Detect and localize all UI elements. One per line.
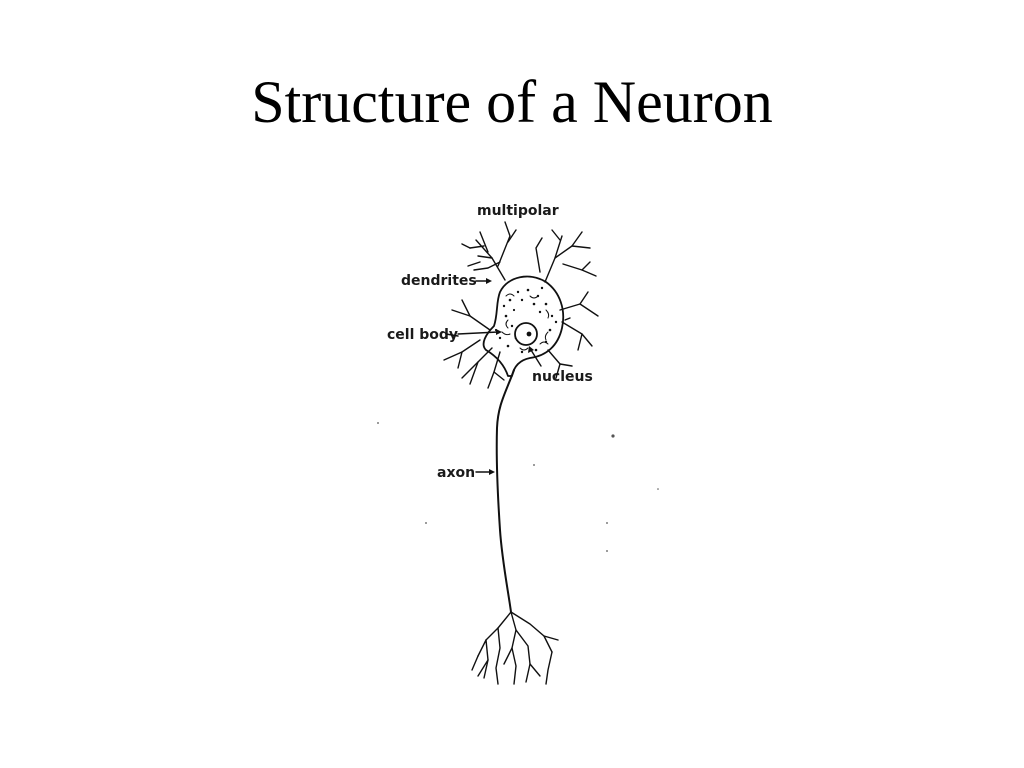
label-multipolar: multipolar <box>477 203 559 219</box>
cell-body-arrowhead <box>496 329 502 335</box>
scan-specks <box>377 422 659 552</box>
label-dendrites: dendrites <box>401 273 477 289</box>
axon <box>495 369 515 613</box>
axon-terminals <box>471 611 559 685</box>
label-nucleus: nucleus <box>532 369 593 385</box>
cell-body-texture <box>494 286 558 354</box>
slide-title: Structure of a Neuron <box>251 69 773 135</box>
cell-body-squiggles <box>501 293 550 351</box>
nucleolus <box>526 331 532 337</box>
cell-body-outline <box>482 275 565 377</box>
pointer-arrows <box>457 278 542 475</box>
nucleus <box>514 322 538 346</box>
label-axon: axon <box>437 465 475 481</box>
label-cell-body: cell body <box>387 327 458 343</box>
cell-body-arrow <box>457 331 499 335</box>
axon-arrowhead <box>489 469 495 475</box>
nucleus-arrowhead <box>528 346 534 353</box>
cell-body <box>482 275 565 377</box>
dendrite-branches <box>443 221 599 389</box>
nucleus-arrow <box>530 349 542 367</box>
dendrites-arrowhead <box>486 278 492 284</box>
